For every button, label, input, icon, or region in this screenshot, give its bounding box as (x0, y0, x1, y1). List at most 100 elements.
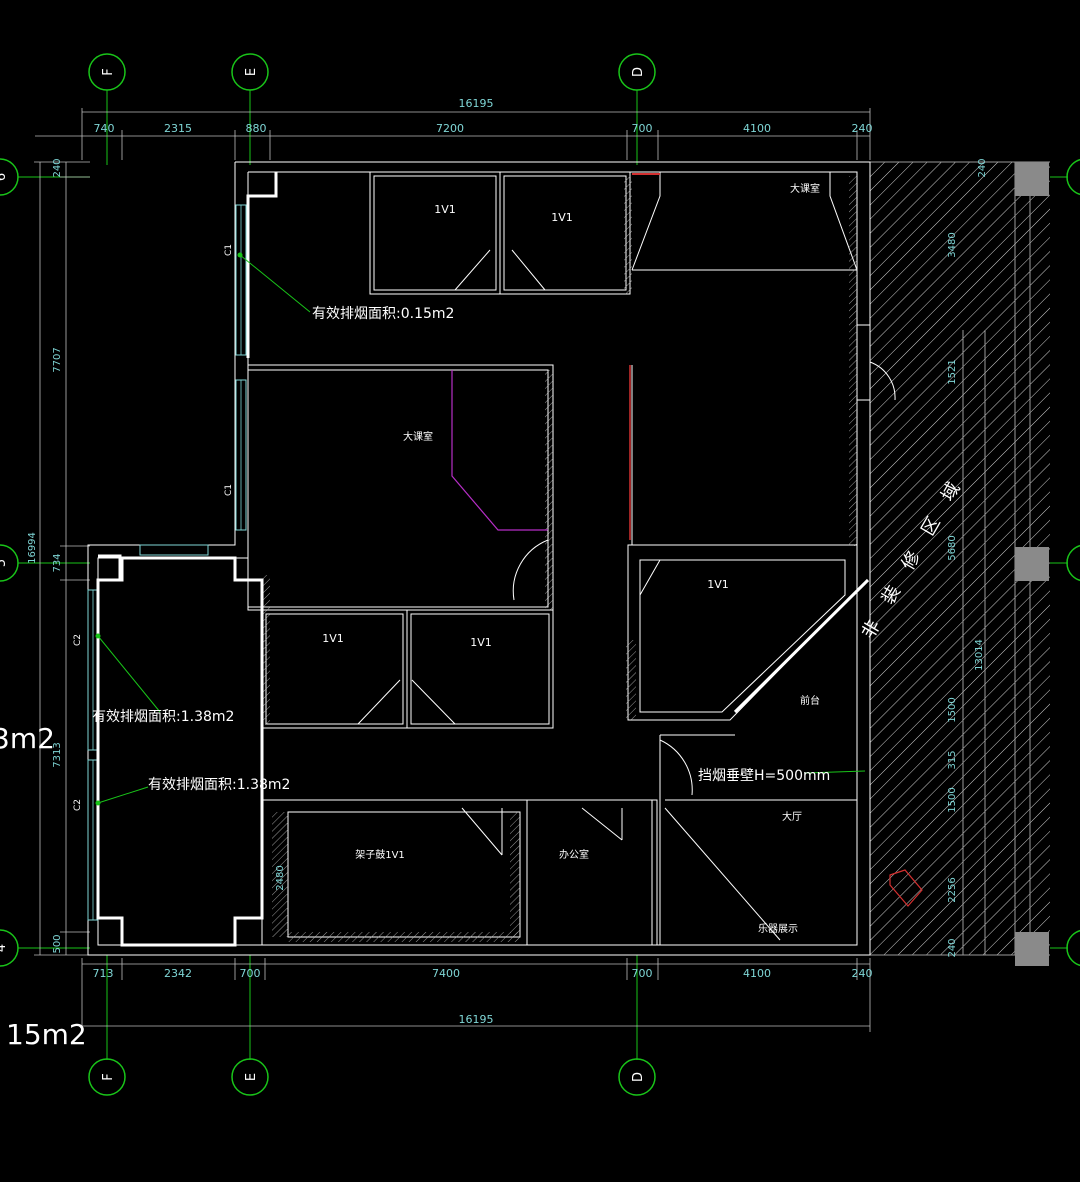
svg-text:4: 4 (0, 944, 9, 952)
svg-text:E: E (244, 1073, 259, 1081)
axis-bubble-top-d: D (618, 53, 656, 91)
wall-hatch (262, 575, 270, 725)
axis-bubble-top-e: E (231, 53, 269, 91)
smoke-area-top-label: 有效排烟面积:0.15m2 (312, 306, 454, 322)
dim-left-seg: 240 (52, 158, 63, 177)
dim-top-seg: 7200 (436, 122, 464, 135)
window-top-left (139, 544, 209, 556)
leader-lines (95, 252, 866, 806)
class-1v1-top-a (369, 171, 501, 295)
dim-left-seg: 7313 (52, 742, 63, 767)
column (1015, 547, 1049, 581)
right-door (857, 324, 896, 401)
wall-hatch (624, 176, 632, 294)
axis-bubble-top-f: F (88, 53, 126, 91)
room-label: 1V1 (551, 211, 573, 224)
dim-right-seg: 5680 (947, 535, 958, 560)
dim-top-seg: 2315 (164, 122, 192, 135)
axis-grid (18, 90, 1068, 1060)
window-c1-lower (235, 379, 247, 531)
dim-right-long: 13014 (974, 639, 985, 671)
room-label: 办公室 (559, 848, 589, 861)
window-c1-tag: C1 (224, 244, 234, 256)
dim-right-seg: 2256 (947, 877, 958, 902)
dim-partition-height: 2480 (275, 865, 286, 890)
left-bay-room-outline (96, 556, 264, 947)
big-classroom-top-right (631, 172, 858, 271)
dim-top-seg: 880 (246, 122, 267, 135)
svg-text:F: F (101, 68, 116, 75)
room-label: 大课室 (790, 182, 820, 195)
dim-top-seg: 700 (632, 122, 653, 135)
column (1015, 162, 1049, 196)
dim-bottom-seg: 700 (240, 967, 261, 980)
dim-right-seg: 240 (947, 938, 958, 957)
dim-left-seg: 734 (52, 553, 63, 572)
svg-text:F: F (101, 1073, 116, 1080)
window-c2-tag: C2 (73, 799, 83, 811)
dim-right-seg: 1500 (947, 787, 958, 812)
entrance-arrow-icon (889, 869, 923, 907)
dim-left-seg: 7707 (52, 347, 63, 372)
edge-text: 15m2 (6, 1018, 87, 1051)
dim-left-seg: 500 (52, 934, 63, 953)
dim-bottom-seg: 2342 (164, 967, 192, 980)
class-1v1-right (626, 544, 870, 721)
smoke-area-left-label: 有效排烟面积:1.38m2 (92, 709, 234, 725)
svg-text:D: D (631, 67, 646, 77)
dim-bottom-seg: 7400 (432, 967, 460, 980)
room-label: 大厅 (782, 810, 802, 823)
dim-bottom-seg: 240 (852, 967, 873, 980)
window-c2-tag: C2 (73, 634, 83, 646)
dim-top-total: 16195 (459, 97, 494, 110)
lobby-area (664, 799, 857, 941)
rack-drum-room (261, 799, 528, 946)
axis-bubble-right-partials (1066, 158, 1080, 967)
left-bay-wall (98, 554, 122, 582)
window-c1-upper (235, 204, 247, 356)
svg-text:E: E (244, 68, 259, 76)
wall-hatch (849, 176, 857, 546)
axis-bubble-left-4: 4 (0, 929, 19, 967)
dim-right-seg: 1521 (947, 359, 958, 384)
dim-right-seg: 3480 (947, 232, 958, 257)
dim-bottom-seg: 713 (93, 967, 114, 980)
dim-bottom-seg: 4100 (743, 967, 771, 980)
class-1v1-top-b (499, 171, 631, 295)
axis-bubble-bottom-f: F (88, 1058, 126, 1096)
office-room (526, 799, 661, 946)
dim-top-seg: 740 (94, 122, 115, 135)
axis-bubble-left-6: 6 (0, 158, 19, 196)
room-label: 1V1 (707, 578, 729, 591)
room-label: 大课室 (403, 430, 433, 443)
smoke-barrier-label: 挡烟垂壁H=500mm (698, 768, 830, 784)
class-1v1-mid-a (261, 609, 408, 729)
dim-left-total: 16994 (27, 532, 38, 564)
edge-text: 3m2 (0, 722, 55, 755)
axis-bubble-bottom-d: D (618, 1058, 656, 1096)
svg-text:6: 6 (0, 173, 9, 181)
dim-top-seg: 240 (852, 122, 873, 135)
room-label: 1V1 (322, 632, 344, 645)
smoke-area-left-label: 有效排烟面积:1.38m2 (148, 777, 290, 793)
center-big-classroom (247, 364, 554, 611)
room-label: 1V1 (470, 636, 492, 649)
column (1015, 932, 1049, 966)
dim-right-seg: 1500 (947, 697, 958, 722)
room-label: 乐器展示 (758, 923, 798, 935)
room-label: 前台 (800, 694, 820, 707)
lobby-door (659, 734, 735, 800)
class-1v1-mid-b (406, 609, 554, 729)
dim-bottom-seg: 700 (632, 967, 653, 980)
axis-bubble-bottom-e: E (231, 1058, 269, 1096)
top-left-bay-wall (246, 172, 278, 358)
room-label: 1V1 (434, 203, 456, 216)
left-dimension-lines (34, 161, 90, 956)
room-label: 架子鼓1V1 (355, 848, 405, 861)
window-c1-tag: C1 (224, 484, 234, 496)
dim-bottom-total: 16195 (459, 1013, 494, 1026)
axis-bubble-left-5: 5 (0, 544, 19, 582)
dim-right-seg: 315 (947, 750, 958, 769)
dim-right-seg: 240 (977, 158, 988, 177)
